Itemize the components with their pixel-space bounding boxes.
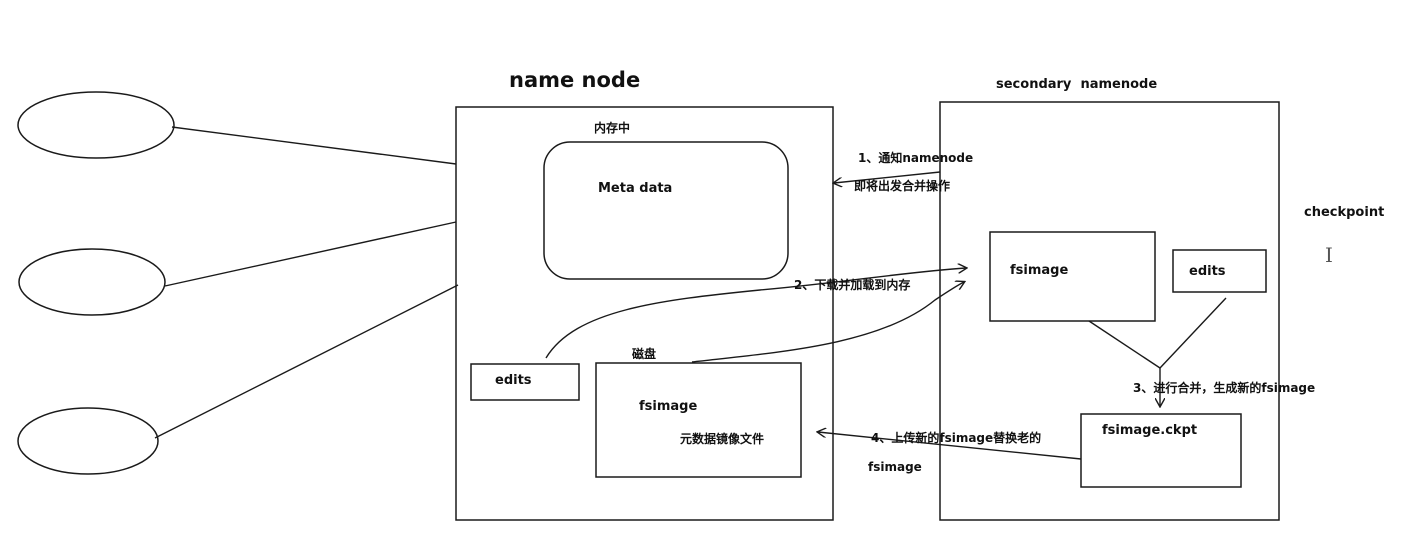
step1-arrow (834, 171, 941, 183)
name-node-fsimage-label: fsimage (639, 399, 698, 414)
step2-label: 2、下载并加载到内存 (794, 278, 911, 292)
client-link-3 (154, 284, 459, 439)
secondary-edits-box (1172, 249, 1267, 293)
client-node-3 (17, 407, 159, 475)
fsimage-ckpt-box (1080, 413, 1242, 488)
memory-box (543, 141, 789, 280)
step1-label-line2: 即将出发合并操作 (854, 179, 951, 193)
step4-arrow (818, 432, 1082, 460)
fsimage-ckpt-label: fsimage.ckpt (1102, 423, 1198, 438)
step3-label: 3、进行合并，生成新的fsimage (1133, 381, 1316, 395)
memory-label: 内存中 (594, 121, 631, 135)
name-node-fsimage-box (595, 362, 802, 478)
step4-label-line2: fsimage (868, 460, 922, 474)
secondary-namenode-title: secondary namenode (996, 77, 1158, 92)
step2-arrow-from-fsimage (691, 282, 964, 363)
merge-line-fsimage (1088, 320, 1161, 369)
secondary-fsimage-box (989, 231, 1156, 322)
step1-label-line1: 1、通知namenode (858, 151, 974, 165)
checkpoint-label: checkpoint (1304, 205, 1385, 220)
step4-label-line1: 4、上传新的fsimage替换老的 (871, 431, 1042, 445)
disk-label: 磁盘 (632, 347, 657, 361)
client-node-1 (17, 91, 175, 159)
step2-arrow-from-edits (545, 268, 966, 359)
name-node-edits-box (470, 363, 580, 401)
secondary-namenode-box (939, 101, 1280, 521)
text-cursor-icon: I (1325, 243, 1333, 267)
merge-line-edits (1159, 297, 1227, 369)
name-node-title: name node (509, 68, 641, 92)
secondary-fsimage-label: fsimage (1010, 263, 1069, 278)
name-node-box (455, 106, 834, 521)
fsimage-description: 元数据镜像文件 (680, 432, 765, 446)
client-link-1 (171, 126, 457, 165)
client-link-2 (164, 221, 457, 287)
name-node-edits-label: edits (495, 373, 532, 388)
secondary-edits-label: edits (1189, 264, 1226, 279)
client-node-2 (18, 248, 166, 316)
meta-data-label: Meta data (598, 181, 673, 196)
